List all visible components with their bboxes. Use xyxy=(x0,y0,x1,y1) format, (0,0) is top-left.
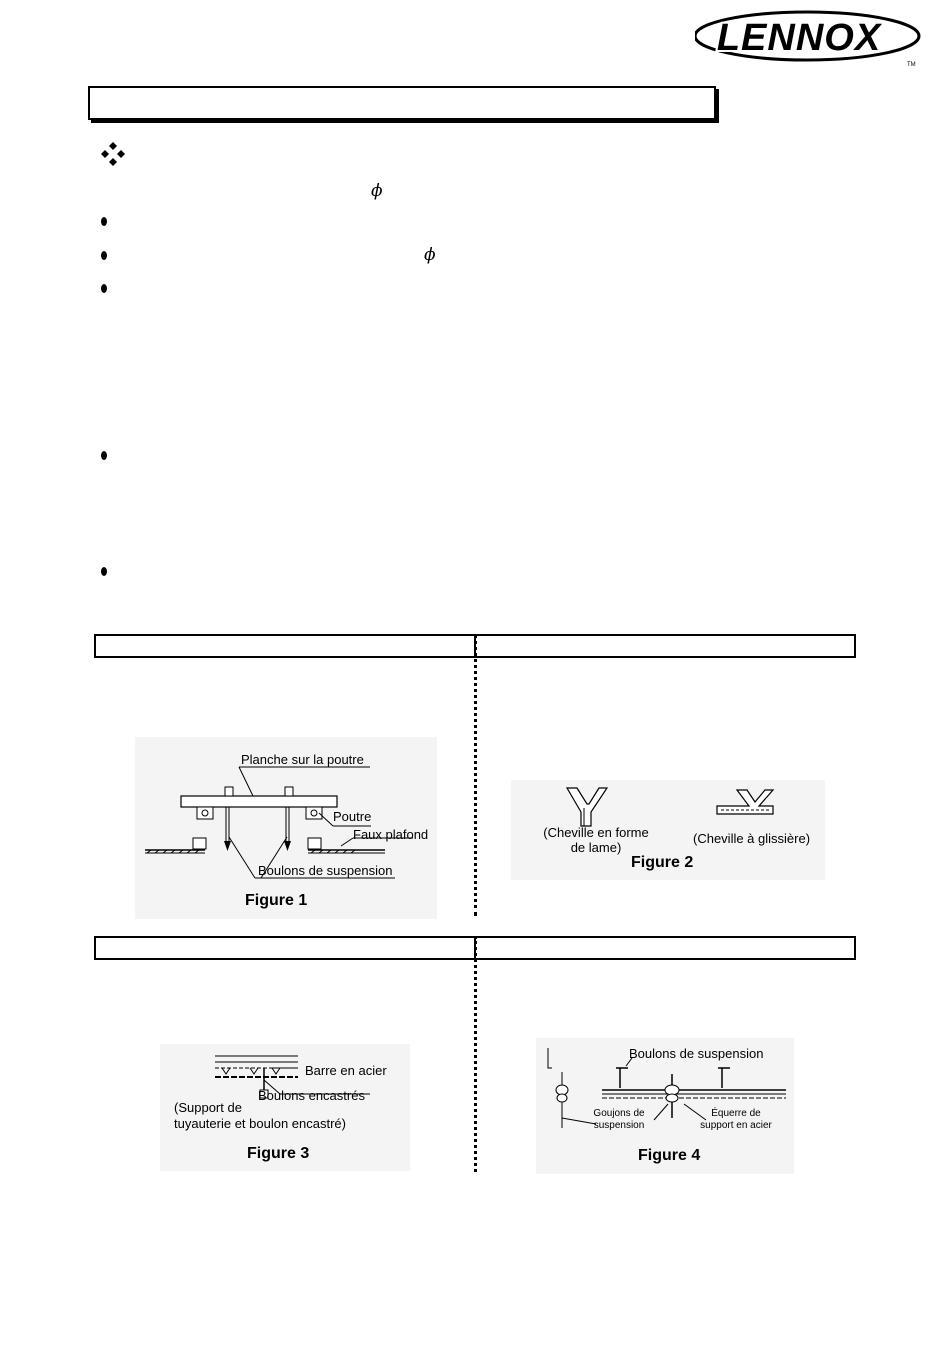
bullet-dot xyxy=(101,217,107,226)
bullet-dot xyxy=(101,451,107,460)
header-box-fig1 xyxy=(94,634,476,658)
figure-2-panel: (Cheville en forme de lame) (Cheville à … xyxy=(511,780,825,880)
figure-4-caption: Figure 4 xyxy=(638,1147,701,1164)
figure-1-drawing xyxy=(145,766,413,879)
diamond-bullet-icon xyxy=(101,142,125,166)
fig1-label-false-ceiling: Faux plafond xyxy=(353,827,429,842)
column-divider xyxy=(474,634,477,916)
fig3-label-support-1: (Support de xyxy=(174,1100,242,1115)
fig2-label-blade-2: de lame) xyxy=(570,840,622,855)
header-box-fig4 xyxy=(474,936,856,960)
svg-text:TM: TM xyxy=(907,62,916,68)
fig2-label-slide: (Cheville à glissière) xyxy=(693,831,811,846)
figure-3-drawing xyxy=(215,1055,370,1099)
section-title-box xyxy=(88,86,716,120)
figure-3-panel: Barre en acier Boulons encastrés (Suppor… xyxy=(160,1044,410,1171)
figure-3-caption: Figure 3 xyxy=(247,1145,310,1162)
column-divider xyxy=(474,936,477,1172)
lennox-logo: LENNOX TM xyxy=(695,10,921,68)
fig2-label-blade-1: (Cheville en forme xyxy=(543,825,649,840)
bullet-dot xyxy=(101,284,107,293)
header-box-fig2 xyxy=(474,634,856,658)
fig3-label-support-2: tuyauterie et boulon encastré) xyxy=(174,1116,346,1131)
fig3-label-embedded-bolts: Boulons encastrés xyxy=(258,1088,365,1103)
fig4-label-bracket-2: support en acier xyxy=(700,1120,772,1131)
figure-4-panel: Boulons de suspension Goujons de suspens… xyxy=(536,1038,794,1174)
figure-2-drawing xyxy=(565,787,775,827)
bullet-dot xyxy=(101,251,107,260)
figure-2-caption: Figure 2 xyxy=(631,854,694,871)
fig1-label-beam: Poutre xyxy=(333,809,372,824)
fig3-label-steel-bar: Barre en acier xyxy=(305,1063,387,1078)
fig1-label-bolts: Boulons de suspension xyxy=(258,863,393,878)
figure-4-drawing xyxy=(547,1048,786,1128)
figure-1-panel: Planche sur la poutre Poutre Faux plafon… xyxy=(135,737,437,919)
fig4-label-studs-1: Goujons de xyxy=(593,1108,645,1119)
phi-symbol: ϕ xyxy=(424,245,436,265)
bullet-dot xyxy=(101,567,107,576)
fig4-label-bolts: Boulons de suspension xyxy=(629,1046,764,1061)
fig4-label-studs-2: suspension xyxy=(593,1120,645,1131)
phi-symbol: ϕ xyxy=(371,181,383,201)
fig1-label-plank: Planche sur la poutre xyxy=(241,752,364,767)
header-box-fig3 xyxy=(94,936,476,960)
figure-1-caption: Figure 1 xyxy=(245,892,308,909)
svg-text:LENNOX: LENNOX xyxy=(717,17,883,59)
fig4-label-bracket-1: Équerre de xyxy=(711,1108,761,1119)
